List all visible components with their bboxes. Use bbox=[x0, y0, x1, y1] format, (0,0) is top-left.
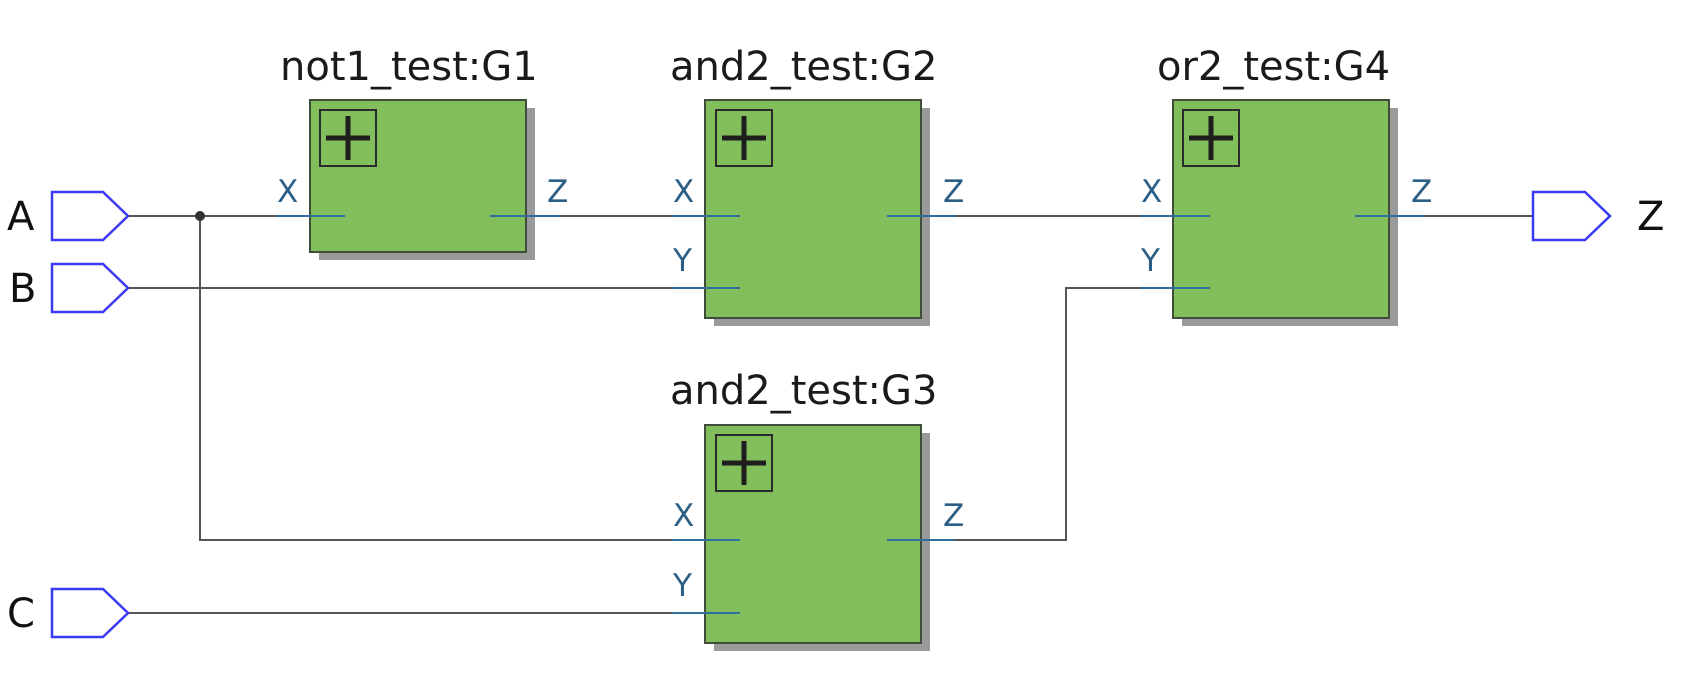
input-port-c-label: C bbox=[7, 591, 35, 637]
block-g1[interactable]: not1_test:G1 X Z bbox=[275, 44, 568, 260]
wire-junction bbox=[195, 211, 205, 221]
block-g1-title: not1_test:G1 bbox=[280, 44, 538, 90]
input-port-a-label: A bbox=[7, 194, 35, 240]
output-port-z[interactable]: Z bbox=[1531, 190, 1664, 242]
block-g2-pin-x-label: X bbox=[673, 174, 694, 210]
input-port-icon[interactable] bbox=[50, 587, 130, 639]
wires bbox=[128, 211, 1533, 614]
block-g1-pin-z-label: Z bbox=[547, 174, 568, 210]
input-port-b-label: B bbox=[9, 266, 36, 312]
output-port-icon[interactable] bbox=[1531, 190, 1612, 242]
block-g4-pin-x-label: X bbox=[1141, 174, 1162, 210]
block-g1-pin-x-label: X bbox=[277, 174, 298, 210]
block-g2-pin-z-label: Z bbox=[943, 174, 964, 210]
block-g2-pin-y-label: Y bbox=[672, 243, 692, 279]
block-g3-pin-y-label: Y bbox=[672, 568, 692, 604]
block-g2-title: and2_test:G2 bbox=[670, 44, 937, 90]
wire-a-to-g3-x[interactable] bbox=[199, 216, 672, 541]
input-port-c[interactable]: C bbox=[7, 587, 130, 639]
output-port-z-label: Z bbox=[1637, 194, 1664, 240]
block-g4-pin-z-label: Z bbox=[1411, 174, 1432, 210]
wire-g3-z-to-g4-y[interactable] bbox=[955, 287, 1141, 541]
block-g3-pin-x-label: X bbox=[673, 498, 694, 534]
input-port-a[interactable]: A bbox=[7, 190, 130, 242]
block-g3[interactable]: and2_test:G3 X Y Z bbox=[670, 368, 964, 651]
input-port-icon[interactable] bbox=[50, 190, 130, 242]
block-g4-pin-y-label: Y bbox=[1140, 243, 1160, 279]
input-port-b[interactable]: B bbox=[9, 262, 130, 314]
input-port-icon[interactable] bbox=[50, 262, 130, 314]
block-g2[interactable]: and2_test:G2 X Y Z bbox=[670, 44, 964, 326]
block-g3-title: and2_test:G3 bbox=[670, 368, 937, 414]
block-g4[interactable]: or2_test:G4 X Y Z bbox=[1140, 44, 1432, 326]
block-g4-title: or2_test:G4 bbox=[1157, 44, 1390, 90]
block-g3-pin-z-label: Z bbox=[943, 498, 964, 534]
